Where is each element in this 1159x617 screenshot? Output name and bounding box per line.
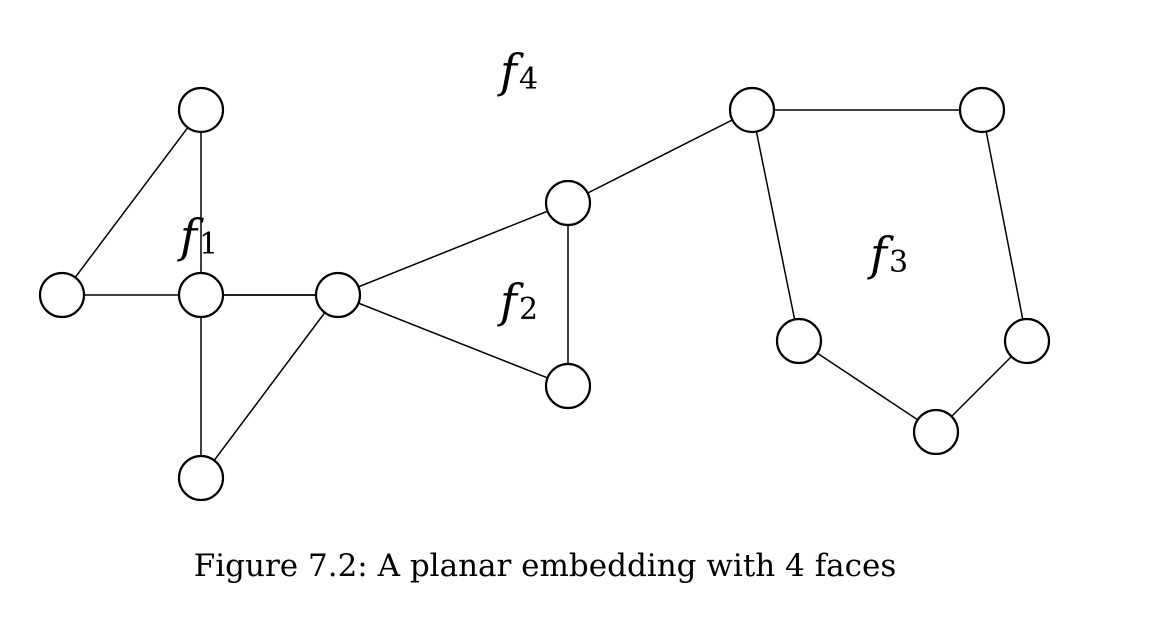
vertex-v12 xyxy=(912,408,960,456)
figure-caption: Figure 7.2: A planar embedding with 4 fa… xyxy=(193,548,897,584)
vertex-v2 xyxy=(38,271,86,319)
edge-v10-v12 xyxy=(798,340,937,433)
planar-graph-diagram: f1 f2 f3 f4 xyxy=(38,44,1051,502)
graph-vertices xyxy=(38,86,1051,502)
vertex-v11 xyxy=(1003,317,1051,365)
edge-v9-v11 xyxy=(981,109,1028,342)
edge-v5-v6 xyxy=(337,202,569,296)
vertex-v10 xyxy=(775,317,823,365)
face-label-f3: f3 xyxy=(867,227,908,281)
edge-v8-v10 xyxy=(751,109,800,342)
edge-v6-v8 xyxy=(567,109,753,204)
vertex-v8 xyxy=(728,86,776,134)
face-label-f4: f4 xyxy=(497,44,538,98)
vertex-v5 xyxy=(314,271,362,319)
edge-v1-v2 xyxy=(61,109,202,296)
vertex-v9 xyxy=(958,86,1006,134)
vertex-v4 xyxy=(177,454,225,502)
face-label-f1: f1 xyxy=(177,209,218,263)
vertex-v3 xyxy=(177,271,225,319)
face-label-f2: f2 xyxy=(497,274,538,328)
edge-v4-v5 xyxy=(200,294,339,479)
vertex-v1 xyxy=(177,86,225,134)
edge-v5-v7 xyxy=(337,294,569,387)
vertex-v7 xyxy=(544,362,592,410)
vertex-v6 xyxy=(544,179,592,227)
